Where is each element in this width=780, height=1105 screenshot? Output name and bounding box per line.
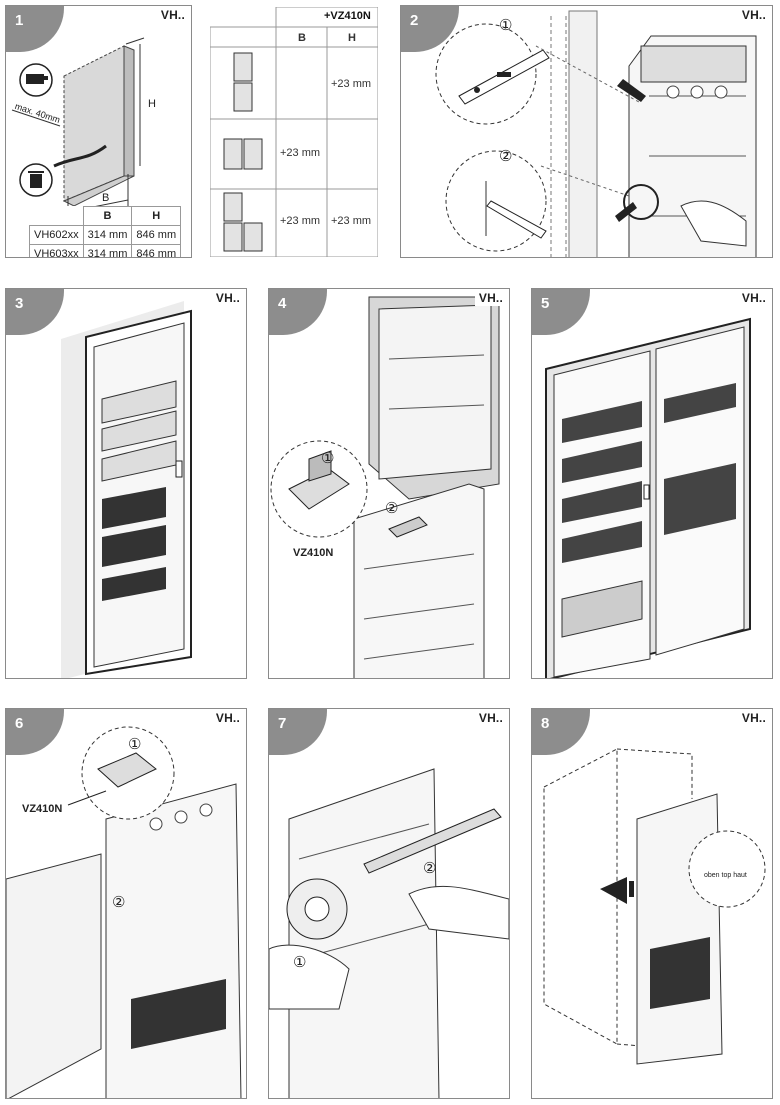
product-code: VH.. xyxy=(737,7,770,23)
step-1-panel: 1 VH.. max. 40mm H B B H xyxy=(5,5,192,258)
single-vertical-diagram xyxy=(233,52,253,112)
height-label: H xyxy=(148,98,156,110)
step-4-panel: 4 VH.. ① ② VZ410N xyxy=(268,288,510,679)
step-6-illustration xyxy=(6,726,242,1098)
callout-1: ① xyxy=(128,736,142,753)
step-4-illustration xyxy=(270,296,500,678)
step-3-panel: 3 VH.. xyxy=(5,288,247,679)
table-row: VH602xx 314 mm 846 mm xyxy=(29,225,182,245)
trash-bin-icon xyxy=(19,163,53,197)
part-label: VZ410N xyxy=(22,803,63,815)
accessory-header: +VZ410N xyxy=(324,10,371,22)
column-b: B xyxy=(82,206,133,226)
column-h: H xyxy=(348,32,356,44)
side-by-side-diagram xyxy=(223,138,263,170)
product-code: VH.. xyxy=(474,290,507,306)
step-2-illustration xyxy=(435,10,757,257)
tape-measure-icon xyxy=(19,63,53,97)
step-number: 1 xyxy=(6,6,64,52)
column-b: B xyxy=(298,32,306,44)
callout-1: ① xyxy=(293,954,307,971)
product-code: VH.. xyxy=(737,290,770,306)
product-code: VH.. xyxy=(211,290,244,306)
combination-table: +VZ410N B H +23 mm +23 mm +23 mm +23 mm xyxy=(210,7,378,257)
combination-grid xyxy=(210,7,378,257)
pencil-icon xyxy=(485,181,659,239)
step-8-panel: 8 VH.. oben top haut xyxy=(531,708,773,1099)
callout-2: ② xyxy=(112,894,126,911)
product-code: VH.. xyxy=(156,7,189,23)
step-7-panel: 7 VH.. ① ② xyxy=(268,708,510,1099)
callout-1: ① xyxy=(499,17,513,34)
callout-2: ② xyxy=(385,500,399,517)
table-row: VH603xx 314 mm 846 mm xyxy=(29,244,182,257)
orientation-label: oben top haut xyxy=(704,872,747,879)
step-1-illustration xyxy=(11,18,145,218)
step-2-panel: 2 VH.. ① ② xyxy=(400,5,773,258)
product-code: VH.. xyxy=(474,710,507,726)
dimension-table: B H VH602xx 314 mm 846 mm VH603xx 314 mm… xyxy=(29,206,182,257)
step-5-illustration xyxy=(545,317,751,678)
callout-2: ② xyxy=(499,148,513,165)
step-8-illustration xyxy=(543,748,766,1065)
step-7-illustration xyxy=(269,768,509,1098)
step-number: 5 xyxy=(532,289,590,335)
product-code: VH.. xyxy=(211,710,244,726)
step-number: 3 xyxy=(6,289,64,335)
grid-2x2-diagram xyxy=(223,192,263,252)
step-6-panel: 6 VH.. ① ② VZ410N xyxy=(5,708,247,1099)
product-code: VH.. xyxy=(737,710,770,726)
width-label: B xyxy=(102,192,110,204)
column-h: H xyxy=(131,206,182,226)
step-5-panel: 5 VH.. xyxy=(531,288,773,679)
callout-2: ② xyxy=(423,860,437,877)
part-label: VZ410N xyxy=(293,547,334,559)
spirit-level-icon xyxy=(458,49,550,105)
callout-1: ① xyxy=(321,450,335,467)
step-3-illustration xyxy=(61,301,192,678)
